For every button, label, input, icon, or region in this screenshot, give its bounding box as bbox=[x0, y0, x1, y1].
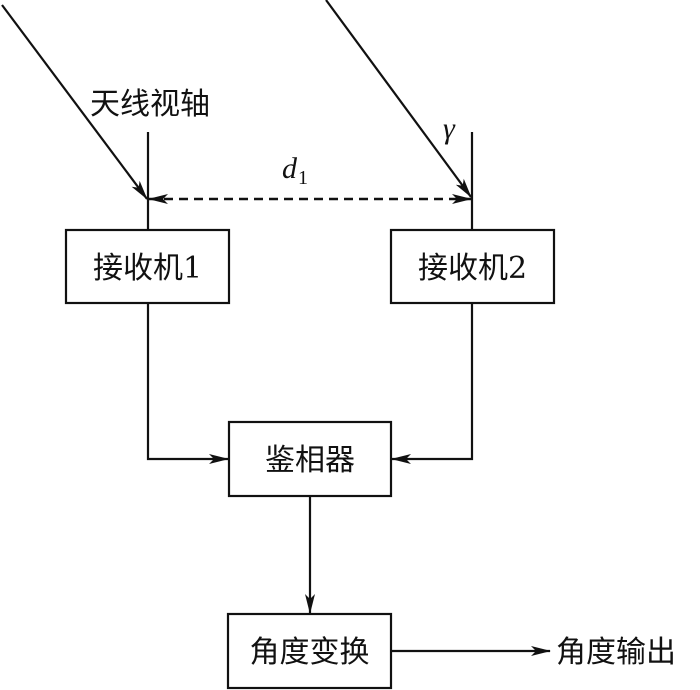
receiver-1-label: 接收机1 bbox=[93, 251, 202, 286]
incident-ray-right bbox=[325, 0, 472, 198]
phase-detector-block: 鉴相器 bbox=[227, 420, 393, 498]
angle-conversion-block: 角度变换 bbox=[226, 612, 393, 690]
receiver-2-block: 接收机2 bbox=[389, 228, 556, 305]
baseline-subscript: 1 bbox=[298, 167, 308, 189]
receiver-1-block: 接收机1 bbox=[64, 228, 231, 305]
antenna-axis-label: 天线视轴 bbox=[90, 87, 210, 122]
angle-conversion-label: 角度变换 bbox=[250, 635, 370, 670]
receiver-1-to-phase-detector bbox=[146, 303, 229, 464]
receiver-2-label: 接收机2 bbox=[418, 251, 527, 286]
receiver-2-to-phase-detector bbox=[391, 303, 474, 464]
incident-ray-left bbox=[1, 4, 148, 200]
angle-output-label: 角度输出 bbox=[556, 635, 676, 670]
baseline-symbol: d bbox=[282, 152, 298, 185]
angle-gamma-label: γ bbox=[443, 112, 456, 145]
phase-detector-label: 鉴相器 bbox=[265, 443, 355, 478]
